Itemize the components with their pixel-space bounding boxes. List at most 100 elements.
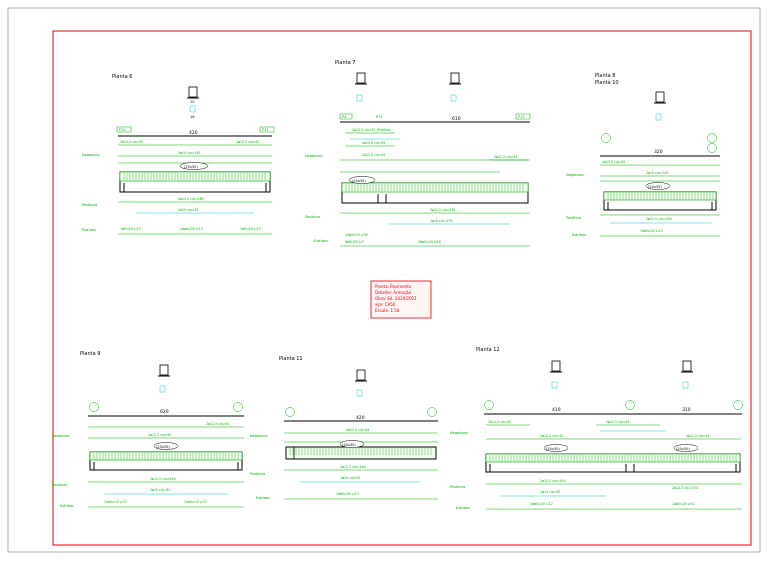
beam-title: Planta 12 xyxy=(476,347,500,353)
stirrup-note: 16ø5c/20 c/13 xyxy=(640,229,663,233)
beam-title: Planta 11 xyxy=(279,356,303,362)
estribos-label: Estribos xyxy=(572,233,586,237)
section-icon xyxy=(355,72,367,102)
top-bar: 2ø12.5 c/a=61 xyxy=(686,434,710,438)
beam-detail-piso12: Planta 12 410 310 Negativos 2ø12.5 c/a=6… xyxy=(450,347,743,510)
positivos-label: Positivos xyxy=(566,216,581,220)
node-label: P13 xyxy=(518,115,525,119)
bottom-bar: 2ø10 c/a=61 xyxy=(540,490,561,494)
stirrup-note: 6ø5c/20 c/7 xyxy=(345,240,364,244)
beam-subtitle: Planta 10 xyxy=(595,80,619,86)
positivos-label: Positivos xyxy=(82,203,97,207)
top-bar: 2ø12.5 c/a=61 (Positivo) xyxy=(352,128,391,132)
estribos-label: Estribos xyxy=(82,228,96,232)
bottom-bar: 2ø10 c/a=61 xyxy=(178,208,199,212)
node-tag xyxy=(515,113,531,120)
section-tag xyxy=(543,444,569,452)
beam-detail-piso8: Planta 8 Planta 10 320 Negativos 2ø12.5 … xyxy=(566,73,720,237)
node-tag xyxy=(339,113,353,120)
bottom-bar: 2ø12.5 c/a=640 xyxy=(150,477,176,481)
node-tag xyxy=(427,407,437,417)
beam-title: Planta 7 xyxy=(335,60,355,66)
section-label: (20x30) xyxy=(352,179,366,183)
node-tag xyxy=(116,126,132,133)
bottom-bar: 2ø12.5 c/a=440 xyxy=(540,479,566,483)
negativos-label: Negativos xyxy=(450,431,468,435)
positivos-label: Positivos xyxy=(250,472,265,476)
section-tag xyxy=(153,442,179,450)
span-label: 310 xyxy=(682,407,691,413)
positivos-label: Positivos xyxy=(52,483,67,487)
stirrup-note: 7ø5c/20 c/13 xyxy=(240,227,261,231)
negativos-label: Negativos xyxy=(305,154,323,158)
node-tag xyxy=(601,133,611,143)
stirrup-note: 16ø5c/20 c/13 xyxy=(336,492,359,496)
node-tag xyxy=(484,400,494,410)
section-label: (20x30) xyxy=(342,443,356,447)
drawing-frame xyxy=(52,30,752,546)
bottom-bar: 2ø10 c/a=276 xyxy=(430,219,453,223)
top-bar: 2ø12.5 c/a=61 xyxy=(494,155,518,159)
negativos-label: Negativos xyxy=(566,173,584,177)
section-icon xyxy=(550,360,562,389)
title-stamp: Planta: Pavimento Detalhe: Armação Obra:… xyxy=(370,280,432,319)
section-tag xyxy=(645,182,671,190)
estribos-label: Estribos xyxy=(60,504,74,508)
span-label: 320 xyxy=(654,149,663,155)
top-bar: 2ø12.5 c/a=61 xyxy=(120,140,144,144)
node-tag xyxy=(625,400,635,410)
node-tag xyxy=(707,133,717,143)
beam-title: Planta 9 xyxy=(80,351,100,357)
top-bar: 2ø12.5 c/a=61 xyxy=(540,434,564,438)
sheet-outer-border xyxy=(7,7,761,553)
node-tag xyxy=(733,400,743,410)
top-bar: 2ø12.5 c/a=61 xyxy=(236,140,260,144)
stirrup-note: 16ø5c/20 c/16 xyxy=(418,240,441,244)
node-tag xyxy=(89,402,99,412)
section-tag xyxy=(348,176,376,184)
section-label: (20x30) xyxy=(546,447,560,451)
bottom-bar: 2ø10 c/a=61 xyxy=(150,488,171,492)
beam-detail-piso7: Planta 7 610 P4 P12 P13 2ø12.5 c/a=61 (P… xyxy=(305,60,531,247)
node-label: P4 xyxy=(342,115,347,119)
beam-detail-piso11: Planta 11 420 Negativos 2ø12.5 c/a=61 (2… xyxy=(250,356,438,500)
section-icon xyxy=(449,72,461,102)
node-label: P12 xyxy=(376,115,383,119)
span-label: 420 xyxy=(356,415,365,421)
section-tag xyxy=(339,440,365,448)
estribos-label: Estribos xyxy=(314,239,328,243)
stirrup-note: 16ø5c/20 c/12 xyxy=(180,227,203,231)
stirrup-note: 10ø5c/15 c/30 xyxy=(345,233,368,237)
negativos-label: Negativos xyxy=(250,434,268,438)
estribos-label: Estribos xyxy=(256,496,270,500)
section-label: (20x30) xyxy=(184,165,198,169)
top-bar: 2ø12.5 c/a=61 xyxy=(346,428,370,432)
span-label: 420 xyxy=(189,130,198,136)
top-bar: 2ø12.5 c/a=61 xyxy=(362,141,386,145)
stirrup-note: 10ø5c/15 c/23 xyxy=(184,500,207,504)
stamp-line: aço: CA50 xyxy=(375,302,396,307)
section-icon xyxy=(355,369,367,397)
bottom-bar: 2ø10 c/a=61 xyxy=(340,476,361,480)
stamp-line: Planta: Pavimento xyxy=(375,284,412,289)
span-label: 610 xyxy=(452,116,461,122)
node-tag xyxy=(233,402,243,412)
beam-title: Planta 8 xyxy=(595,73,615,79)
node-label: P10 xyxy=(119,128,126,132)
top-bar: 2ø12.5 c/a=61 xyxy=(488,420,512,424)
top-bar: 2ø12.5 c/a=61 xyxy=(148,433,172,437)
span-label: 620 xyxy=(160,409,169,415)
estribos-label: Estribos xyxy=(456,506,470,510)
section-tag xyxy=(179,162,209,170)
section-width: 20 xyxy=(190,100,194,104)
section-label: (20x30) xyxy=(156,445,170,449)
section-icon xyxy=(681,360,693,389)
top-bar: 2ø12.5 c/a=61 xyxy=(606,420,630,424)
node-tag xyxy=(707,143,717,153)
bottom-bar: 2ø12.5 c/a=330 xyxy=(672,486,698,490)
positivos-label: Positivos xyxy=(450,485,465,489)
bottom-bar: 2ø12.5 c/a=460 xyxy=(340,465,366,469)
node-tag xyxy=(259,126,275,133)
bottom-bar: 2ø12.5 c/a=460 xyxy=(178,197,204,201)
